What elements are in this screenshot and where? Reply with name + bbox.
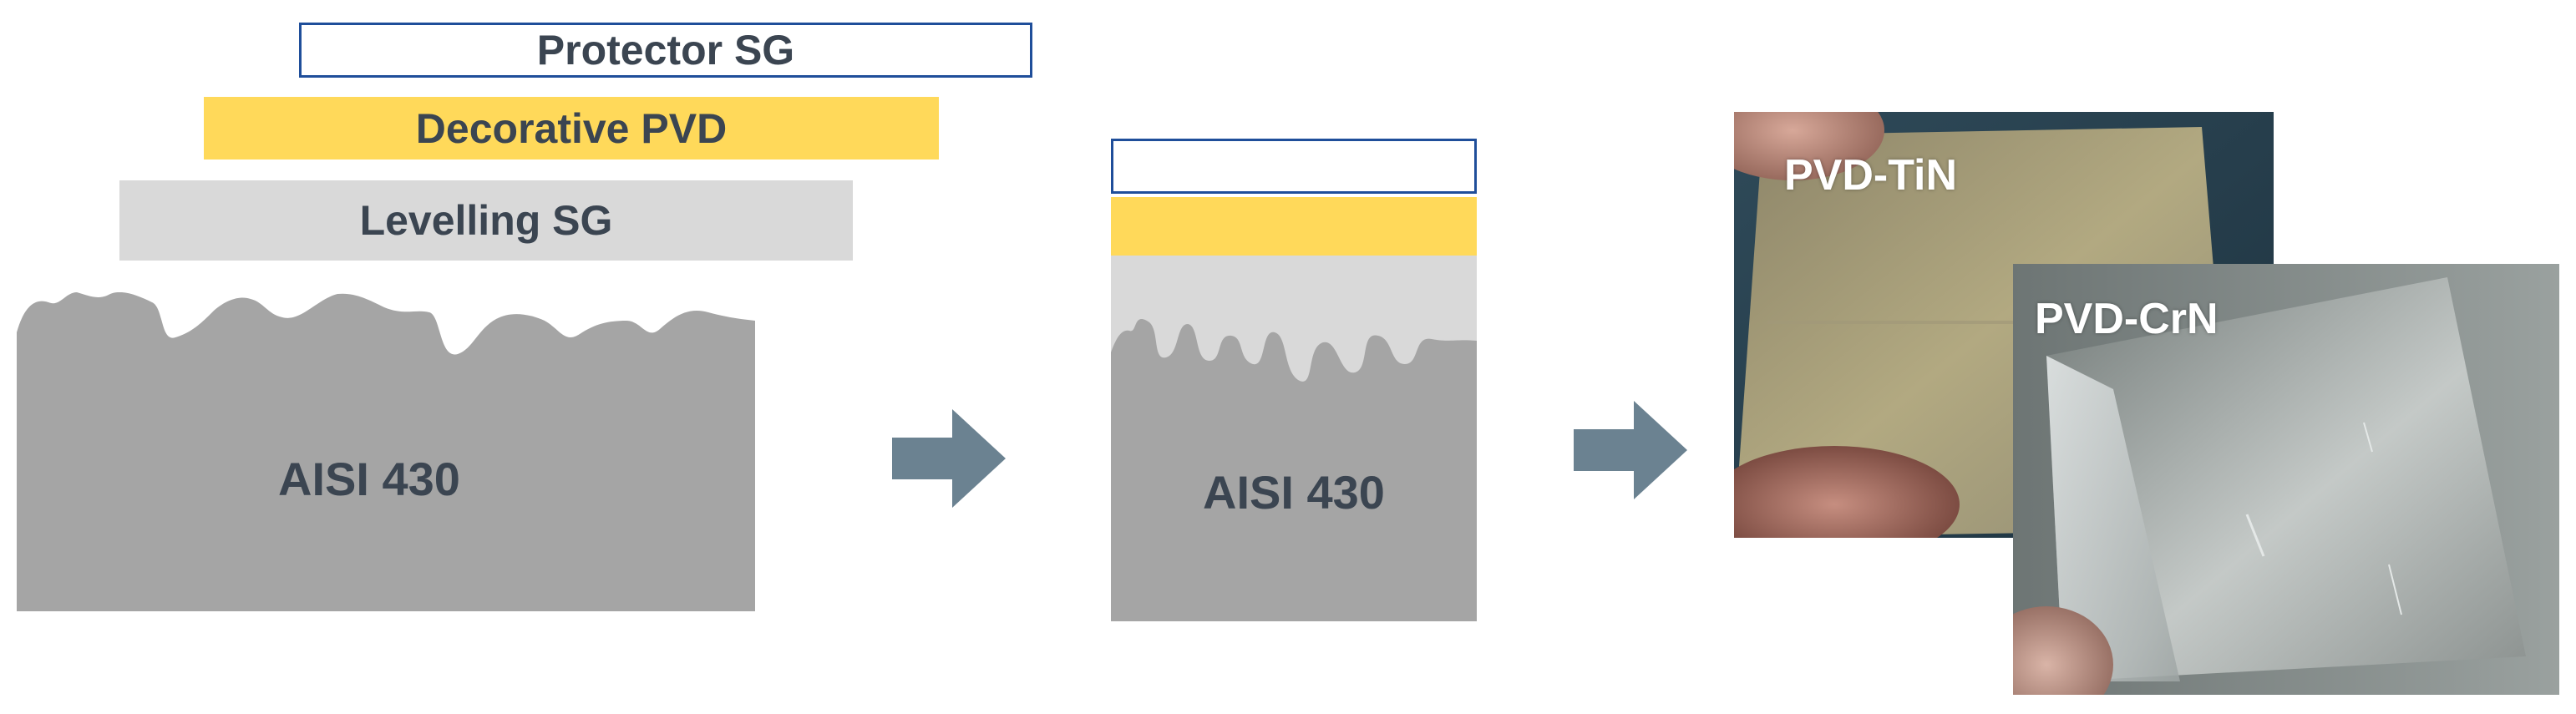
pvd-crn-label: PVD-CrN xyxy=(2035,295,2219,343)
protector-sg-layer: Protector SG xyxy=(299,23,1032,78)
levelling-sg-layer: Levelling SG xyxy=(119,180,853,261)
rough-substrate: AISI 430 xyxy=(17,292,755,611)
protector-sg-label: Protector SG xyxy=(536,27,795,73)
pvd-crn-sample-image xyxy=(2013,264,2559,695)
levelling-sg-label: Levelling SG xyxy=(359,197,613,244)
photo-pvd-crn: PVD-CrN xyxy=(2013,264,2559,695)
right-arrow-icon xyxy=(892,409,1006,508)
decorative-pvd-layer: Decorative PVD xyxy=(204,97,939,160)
process-arrow-2 xyxy=(1574,401,1687,499)
right-arrow-icon xyxy=(1574,401,1687,499)
decorative-pvd-label: Decorative PVD xyxy=(415,104,728,152)
decorative-pvd-coating xyxy=(1111,197,1477,256)
protector-sg-coating xyxy=(1111,139,1477,194)
substrate-label-left: AISI 430 xyxy=(278,453,460,505)
rough-substrate-shape xyxy=(17,292,755,611)
pvd-tin-label: PVD-TiN xyxy=(1784,151,1958,200)
substrate-label-middle: AISI 430 xyxy=(1203,466,1385,519)
process-arrow-1 xyxy=(892,409,1006,508)
coated-stack: AISI 430 xyxy=(1111,139,1477,621)
coated-substrate-shape xyxy=(1111,319,1477,621)
